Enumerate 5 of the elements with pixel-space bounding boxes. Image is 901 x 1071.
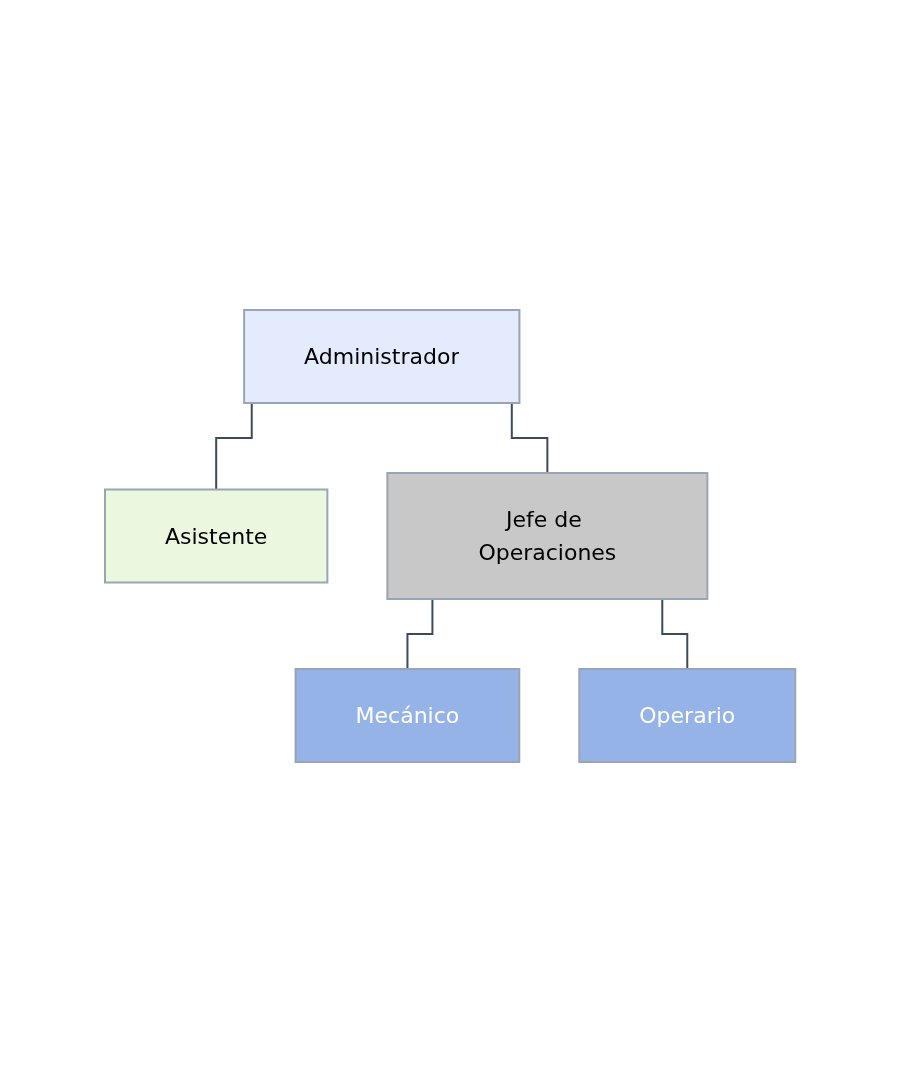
- node-box: Operario: [578, 667, 797, 763]
- node-box: Mecánico: [294, 667, 521, 763]
- node-box: Jefe de Operaciones: [386, 471, 709, 600]
- node-box: Asistente: [104, 488, 329, 583]
- node-box: Administrador: [243, 308, 521, 404]
